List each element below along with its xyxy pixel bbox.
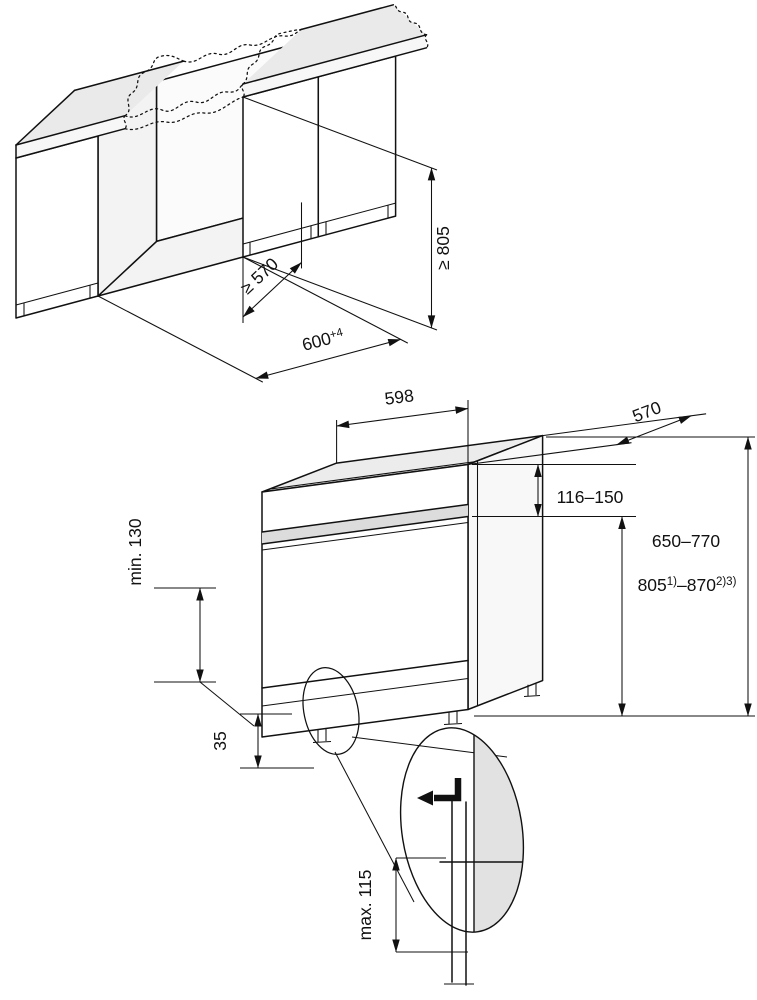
appliance-front-panel xyxy=(261,463,469,738)
dim-panel-height: 116–150 xyxy=(472,463,636,518)
middle-cabinet-front xyxy=(242,76,320,258)
dim-total-height-label: 8051)–8702)3) xyxy=(638,575,737,595)
appliance-side-face xyxy=(467,434,544,711)
worktop-left-piece xyxy=(15,60,185,159)
door-bottom-and-plinth-lines xyxy=(261,460,479,707)
niche-cutout-drawing: ≥ 570 600+4 ≥ 805 xyxy=(15,4,453,383)
dim-panel-height-label: 116–150 xyxy=(557,487,624,507)
magnified-detail-ellipse xyxy=(399,727,525,933)
dim-door-height: 650–770 xyxy=(474,516,755,717)
worktop-cutaway-wavy-lines xyxy=(123,4,429,131)
dim-total-height: 8051)–8702)3) xyxy=(546,436,755,717)
worktop-right-piece xyxy=(242,4,428,98)
detail-callout-line-lower xyxy=(334,751,415,903)
dim-min-clearance-label: min. 130 xyxy=(125,518,145,585)
appliance-dimension-drawing: 598 570 116–150 650–770 8051)–8702)3) xyxy=(125,385,755,986)
magnified-plinth-detail xyxy=(399,726,536,986)
control-panel-band xyxy=(261,503,469,551)
dim-plinth-recess: max. 115 xyxy=(355,857,468,953)
dim-appliance-width: 598 xyxy=(336,385,469,465)
dim-door-height-label: 650–770 xyxy=(652,531,720,551)
detail-callout-ellipse-small xyxy=(302,666,360,756)
dim-min-clearance: min. 130 xyxy=(125,518,255,727)
detail-appliance-body xyxy=(473,726,536,936)
dim-foot-height: 35 xyxy=(210,713,314,769)
dim-foot-height-label: 35 xyxy=(210,731,230,750)
dim-niche-height-label: ≥ 805 xyxy=(433,226,453,270)
left-cabinet-front xyxy=(15,135,99,319)
dim-niche-height: ≥ 805 xyxy=(242,96,453,331)
plinth-push-arrow-icon xyxy=(417,778,462,806)
appliance-feet xyxy=(312,683,541,744)
right-cabinet-front xyxy=(317,55,397,238)
appliance-top-edge-line xyxy=(269,461,476,490)
cabinet-plinth-lines xyxy=(15,202,396,316)
dim-niche-width-label: 600+4 xyxy=(300,324,347,354)
dim-appliance-width-label: 598 xyxy=(383,385,415,409)
dim-appliance-depth-label: 570 xyxy=(630,397,665,426)
dim-plinth-recess-label: max. 115 xyxy=(355,870,375,941)
